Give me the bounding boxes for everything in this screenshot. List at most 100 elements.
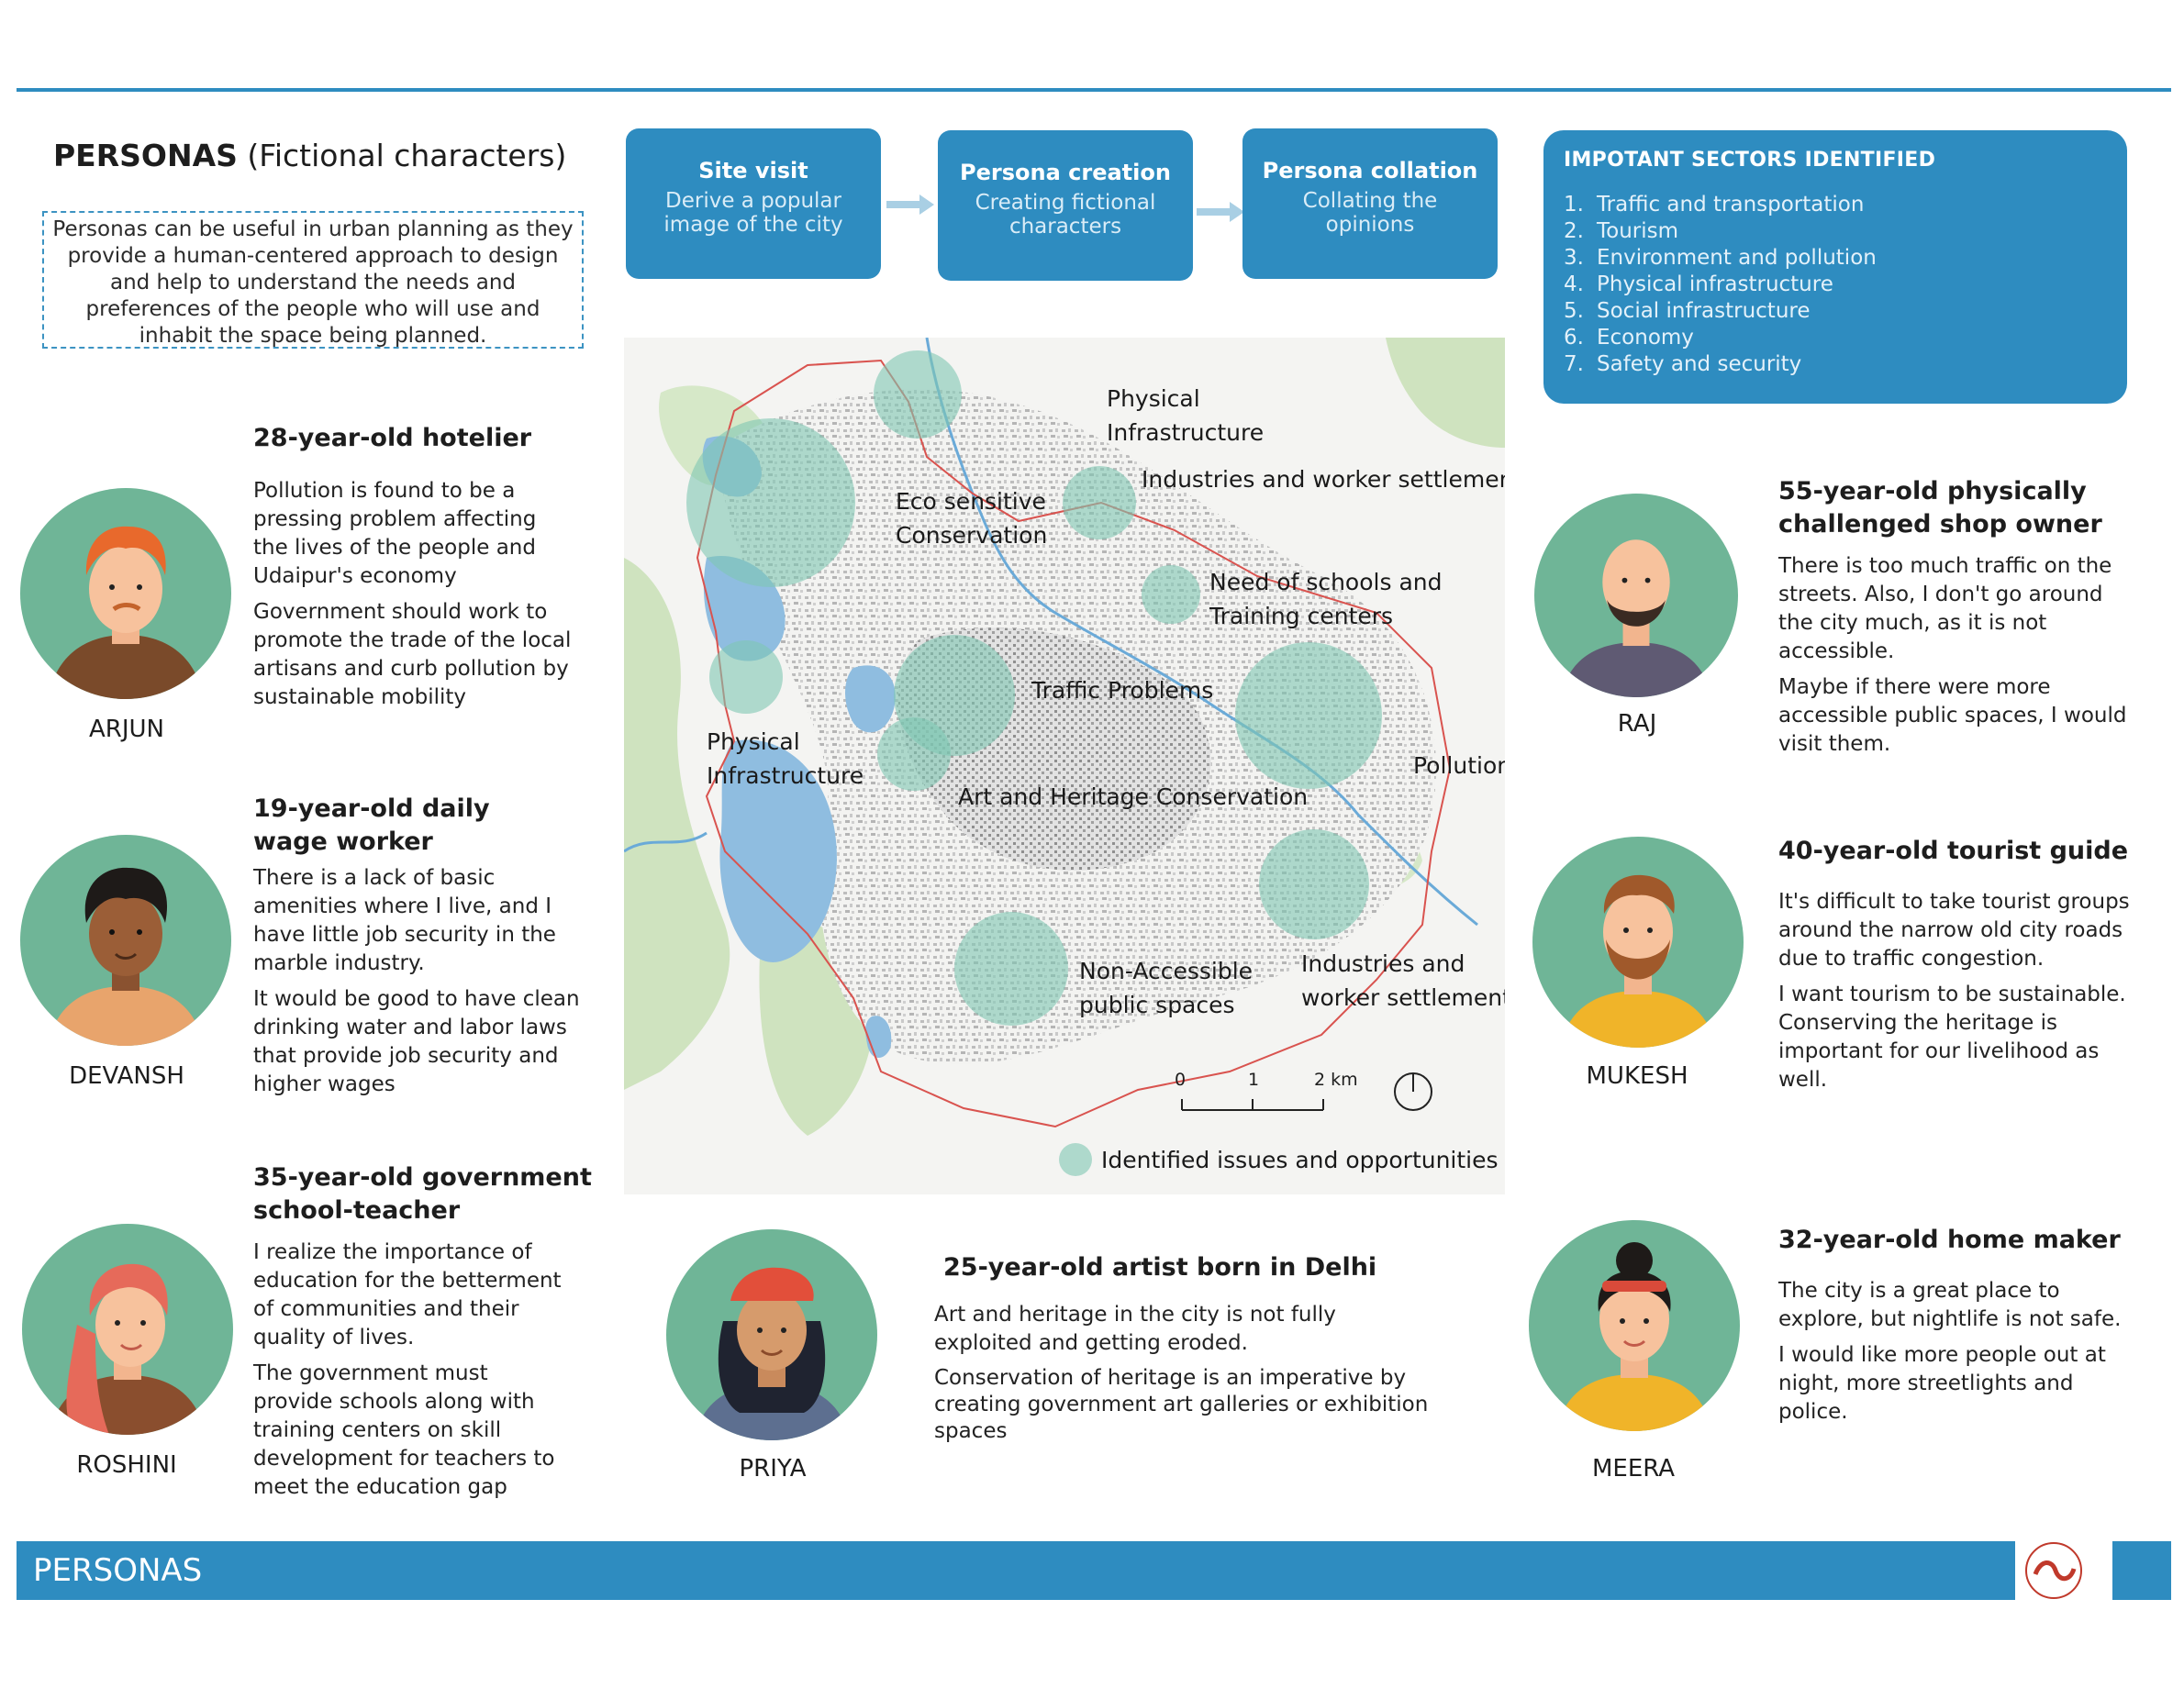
list-item: 5. Social infrastructure [1564, 298, 2107, 325]
persona-quote: The government must provide schools alon… [253, 1361, 555, 1499]
footer-bar: PERSONAS [17, 1541, 2045, 1600]
sectors-list: 1. Traffic and transportation 2. Tourism 3… [1564, 192, 2107, 378]
avatar-raj [1534, 494, 1738, 697]
persona-name: ROSHINI [76, 1451, 177, 1479]
step-title: Persona collation [1262, 158, 1478, 183]
scale-bar [1181, 1099, 1324, 1111]
persona-heading: 55-year-old physically challenged shop o… [1778, 477, 2102, 539]
issue-bubble [1063, 466, 1136, 539]
map-label: Non-Accessible public spaces [1079, 958, 1254, 1018]
step-site-visit: Site visit Derive a popular image of the… [626, 128, 881, 279]
issue-bubble [1259, 829, 1369, 939]
person-icon [48, 867, 204, 1046]
persona-quote: I realize the importance of education fo… [253, 1240, 562, 1349]
list-number: 1. [1564, 193, 1584, 217]
footer-end-block [2112, 1541, 2171, 1600]
river [624, 831, 708, 853]
persona-card-roshini: 35-year-old government school-teacher I … [253, 1161, 602, 1509]
list-label: Traffic and transportation [1597, 193, 1865, 217]
map-legend-label: Identified issues and opportunities [1101, 1147, 1499, 1173]
green-area [624, 558, 730, 1090]
persona-heading: 28-year-old hotelier [253, 424, 532, 452]
persona-quote: I would like more people out at night, m… [1778, 1343, 2106, 1424]
scale-label-2: 2 km [1314, 1070, 1358, 1090]
map-label: Art and Heritage Conservation [958, 783, 1309, 810]
persona-quote: Pollution is found to be a pressing prob… [253, 479, 537, 588]
persona-heading: 32-year-old home maker [1778, 1226, 2121, 1254]
arrow-right-icon [886, 194, 934, 215]
list-item: 6. Economy [1564, 325, 2107, 351]
legend-bubble [1059, 1143, 1092, 1176]
list-label: Economy [1597, 326, 1694, 350]
page-title: PERSONAS (Fictional characters) [53, 138, 566, 173]
list-item: 4. Physical infrastructure [1564, 272, 2107, 298]
step-persona-collation: Persona collation Collating the opinions [1242, 128, 1498, 279]
footer-label: PERSONAS [33, 1552, 203, 1589]
persona-name: RAJ [1617, 710, 1657, 738]
list-label: Tourism [1597, 219, 1679, 243]
map-label: Need of schools and Training centers [1209, 569, 1443, 629]
logo-icon [2015, 1538, 2092, 1604]
issue-bubble [877, 717, 951, 791]
persona-name: DEVANSH [69, 1062, 184, 1090]
step-title: Persona creation [960, 160, 1171, 185]
person-icon [1560, 539, 1712, 697]
avatar-roshini [22, 1224, 233, 1435]
list-number: 7. [1564, 352, 1584, 376]
list-label: Environment and pollution [1597, 246, 1877, 270]
persona-card-meera: 32-year-old home maker The city is a gre… [1778, 1224, 2145, 1434]
issue-bubble [954, 912, 1068, 1026]
map-label: Traffic Problems [1031, 677, 1214, 704]
list-number: 2. [1564, 219, 1584, 243]
map-label: Pollution [1413, 752, 1505, 779]
avatar-mukesh [1532, 837, 1744, 1048]
persona-quote: Government should work to promote the tr… [253, 600, 572, 709]
map-label: Industries and worker settlements [1301, 950, 1505, 1011]
map-label: Industries and worker settlements [1142, 466, 1505, 493]
persona-name: PRIYA [739, 1455, 807, 1483]
intro-box: Personas can be useful in urban planning… [42, 211, 584, 349]
avatar-arjun [20, 488, 231, 699]
persona-quote: The city is a great place to explore, bu… [1778, 1279, 2122, 1331]
persona-quote: Art and heritage in the city is not full… [934, 1303, 1336, 1355]
list-label: Physical infrastructure [1597, 272, 1833, 296]
sectors-panel: IMPOTANT SECTORS IDENTIFIED 1. Traffic an… [1543, 130, 2127, 404]
list-number: 5. [1564, 299, 1584, 323]
issue-bubble [1142, 565, 1200, 624]
map-label: Physical Infrastructure [707, 728, 864, 789]
persona-name: MUKESH [1586, 1062, 1688, 1090]
persona-heading: 40-year-old tourist guide [1778, 837, 2129, 865]
step-desc: Creating fictional characters [975, 191, 1156, 239]
persona-quote: It would be good to have clean drinking … [253, 987, 580, 1096]
avatar-devansh [20, 835, 231, 1046]
sectors-heading: IMPOTANT SECTORS IDENTIFIED [1564, 149, 1936, 172]
step-desc: Collating the opinions [1302, 189, 1438, 237]
lake [719, 739, 837, 962]
person-icon [694, 1267, 850, 1440]
persona-card-raj: 55-year-old physically challenged shop o… [1778, 475, 2145, 766]
list-number: 6. [1564, 326, 1584, 350]
persona-quote: There is too much traffic on the streets… [1778, 554, 2112, 663]
river [925, 338, 1478, 927]
list-item: 7. Safety and security [1564, 351, 2107, 378]
list-label: Safety and security [1597, 352, 1802, 376]
lake [845, 665, 896, 733]
city-boundary [696, 359, 1452, 1128]
avatar-priya [666, 1229, 877, 1440]
persona-quote: It's difficult to take tourist groups ar… [1778, 890, 2130, 971]
issue-bubble [709, 640, 783, 714]
step-desc: Derive a popular image of the city [663, 189, 843, 237]
person-icon [1556, 1242, 1712, 1431]
persona-heading: 25-year-old artist born in Delhi [943, 1253, 1377, 1282]
persona-card-arjun: 28-year-old hotelier Pollution is found … [253, 422, 602, 719]
scale-label-0: 0 [1175, 1070, 1187, 1090]
list-item: 2. Tourism [1564, 218, 2107, 245]
persona-quote: There is a lack of basic amenities where… [253, 866, 556, 975]
list-label: Social infrastructure [1597, 299, 1811, 323]
person-icon [48, 526, 204, 699]
list-number: 4. [1564, 272, 1584, 296]
persona-card-devansh: 19-year-old daily wage worker There is a… [253, 793, 602, 1106]
arrow-right-icon [1197, 202, 1244, 222]
top-divider [17, 88, 2171, 92]
list-item: 3.Environment and pollution [1564, 245, 2107, 272]
